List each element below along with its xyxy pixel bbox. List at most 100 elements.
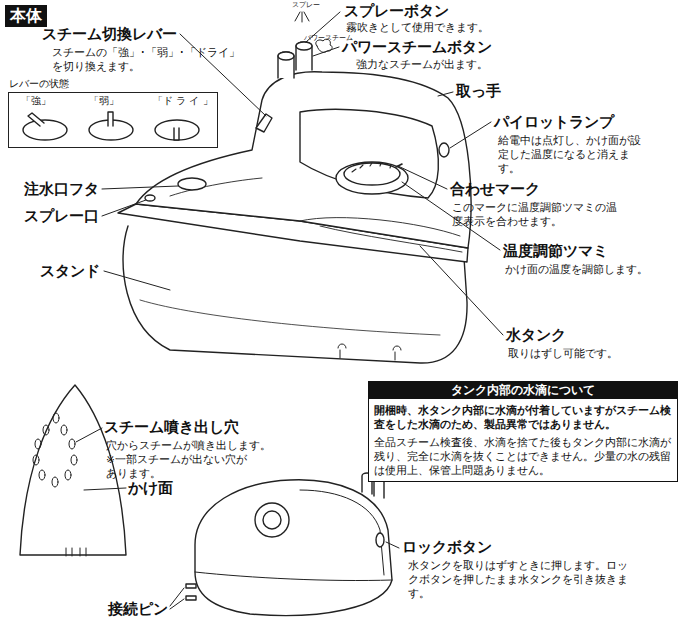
label-holder: パイロットランプ <box>494 113 614 131</box>
soleplate <box>43 425 49 435</box>
part-description: 水タンクを取りはずすときに押します。ロックボタンを押したまま水タンクを引き抜きま… <box>408 558 633 600</box>
label-holder: スチームの「強」･「弱」･「ドライ」を切り換えます。 <box>52 45 247 73</box>
note-heading: タンク内部の水滴について <box>369 382 677 399</box>
steam-lever <box>256 114 272 132</box>
box-heading: レバーの状態 <box>9 78 69 90</box>
part-name: スプレー口 <box>24 207 99 225</box>
soleplate <box>35 439 41 449</box>
part-name: 注水口フタ <box>24 180 99 198</box>
label-holder: 温度調節ツマミ <box>503 242 608 260</box>
state-label: 「強」 <box>21 95 51 107</box>
label-holder: 霧吹きとして使用できます。 <box>346 20 489 34</box>
iron-body <box>145 195 155 201</box>
label-holder: 水タンク <box>506 326 566 344</box>
iron-rear-view <box>195 572 392 581</box>
label-holder: スプレーボタン <box>344 2 449 20</box>
pilot-lamp <box>439 143 449 157</box>
spray-icon <box>295 12 309 22</box>
lever-state-symbol <box>155 120 199 140</box>
leader-line <box>450 122 491 148</box>
label-holder: このマークに温度調節ツマミの温度表示を合わせます。 <box>452 200 617 228</box>
leader-line <box>170 588 184 606</box>
label-holder: 強力なスチームが出ます。 <box>356 57 488 71</box>
spray-icon <box>295 12 309 22</box>
soleplate <box>33 413 77 487</box>
lever-state-box: レバーの状態「強」「弱」「ド ラ イ 」 <box>8 92 218 148</box>
soleplate <box>52 477 58 487</box>
part-name: スタンド <box>40 262 100 280</box>
label-holder: パワースチームボタン <box>342 38 492 56</box>
label-holder: スチーム切換レバー <box>42 25 177 43</box>
heading-text: 本体 <box>10 6 42 26</box>
soleplate <box>69 439 75 449</box>
note-box: タンク内部の水滴について開梱時、水タンク内部に水滴が付着していますがスチーム検査… <box>368 381 678 482</box>
temperature-dial <box>336 162 408 194</box>
part-description: かけ面の温度を調節します。 <box>505 262 648 276</box>
leader-line <box>102 12 503 335</box>
soleplate <box>53 413 59 423</box>
iron-body <box>136 72 471 248</box>
stand <box>338 344 401 350</box>
part-description: 取りはずし可能です。 <box>508 346 618 360</box>
iron-rear-view <box>255 503 289 537</box>
part-name: 取っ手 <box>456 82 501 100</box>
part-name: スチーム切換レバー <box>42 25 177 43</box>
lever-state-symbol <box>28 113 44 126</box>
part-name: かけ面 <box>128 479 173 497</box>
part-name: パワースチームボタン <box>342 38 492 56</box>
steam-lever <box>256 114 272 132</box>
stand <box>340 350 395 360</box>
leader-line <box>438 92 453 96</box>
label-holder: 取っ手 <box>456 82 501 100</box>
part-description: このマークに温度調節ツマミの温度表示を合わせます。 <box>452 200 617 228</box>
iron-body <box>118 72 471 262</box>
leader-line <box>76 428 102 442</box>
iron-rear-view <box>195 480 392 616</box>
leader-line <box>102 186 178 189</box>
label-holder: ※一部スチームが出ない穴があります。 <box>106 452 251 480</box>
leader-line <box>398 166 447 189</box>
iron-rear-view <box>186 584 196 588</box>
stand <box>140 300 440 335</box>
part-description: 強力なスチームが出ます。 <box>356 57 488 71</box>
iron-rear-view <box>186 473 392 616</box>
leader-line <box>102 200 146 216</box>
spray-buttons <box>278 52 294 60</box>
leader-line <box>84 488 126 490</box>
leader-line <box>313 47 339 56</box>
leader-line <box>420 246 503 335</box>
state-label: 「ド ラ イ 」 <box>153 95 213 107</box>
soleplate <box>65 470 71 480</box>
label-holder: スチーム噴き出し穴 <box>104 418 239 436</box>
part-note: ※一部スチームが出ない穴があります。 <box>106 452 251 480</box>
note-text: 開梱時、水タンク内部に水滴が付着していますがスチーム検査をした水滴のため、製品異… <box>369 399 677 433</box>
part-description: 穴からスチームが噴き出します。 <box>106 438 271 452</box>
label-holder: 給電中は点灯し、かけ面が設定した温度になると消えます。 <box>498 133 648 175</box>
leader-line <box>170 599 184 609</box>
lever-state-symbol <box>174 128 179 140</box>
label-holder: 穴からスチームが噴き出します。 <box>106 438 271 452</box>
part-name: パイロットランプ <box>494 113 614 131</box>
lever-state-symbol <box>23 120 67 140</box>
soleplate <box>61 425 67 435</box>
pilot-lamp <box>439 143 449 157</box>
temperature-dial <box>336 162 408 194</box>
spray-buttons <box>296 42 312 70</box>
spray-buttons <box>278 42 312 78</box>
part-name: スチーム噴き出し穴 <box>104 418 239 436</box>
iron-body <box>300 109 438 198</box>
soleplate <box>71 455 77 465</box>
lever-state-symbol <box>108 112 113 126</box>
state-label: 「弱」 <box>89 95 119 107</box>
part-description: 霧吹きとして使用できます。 <box>346 20 489 34</box>
temperature-dial <box>352 163 391 172</box>
leader-line <box>170 542 399 609</box>
label-holder: スタンド <box>40 262 100 280</box>
label-holder: ロックボタン <box>402 538 492 556</box>
spray-buttons <box>296 42 312 50</box>
icon-caption: スプレー <box>292 1 320 9</box>
part-name: 接続ピン <box>108 600 168 618</box>
label-holder: かけ面の温度を調節します。 <box>505 262 648 276</box>
